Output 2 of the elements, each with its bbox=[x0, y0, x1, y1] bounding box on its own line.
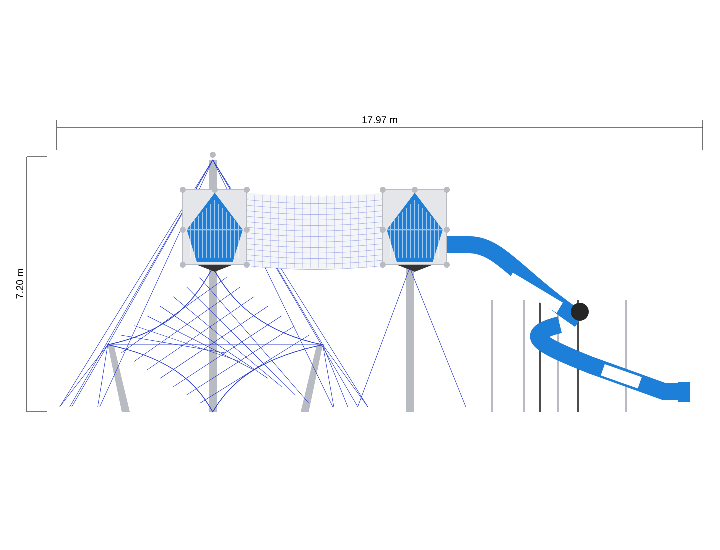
dimension-label: 17.97 m bbox=[360, 115, 400, 125]
dimension-label: 7.20 m bbox=[15, 268, 25, 300]
